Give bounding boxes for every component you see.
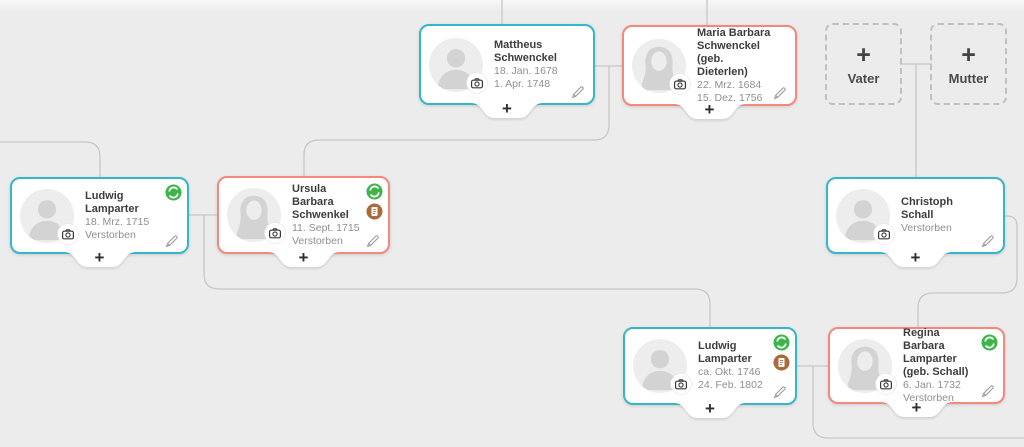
- person-name: Ludwig Lamparter: [698, 340, 752, 365]
- edit-pencil-icon[interactable]: [165, 234, 179, 248]
- add-relative-button[interactable]: +: [674, 100, 746, 124]
- person-birth: ca. Okt. 1746: [698, 366, 761, 378]
- record-match-icon[interactable]: [366, 203, 383, 220]
- avatar: [429, 38, 483, 92]
- person-death: Verstorben: [901, 222, 952, 234]
- father-label: Vater: [847, 70, 880, 86]
- person-name: Ursula Barbara Schwenkel: [292, 182, 349, 221]
- plus-icon: +: [94, 248, 105, 267]
- camera-icon[interactable]: [875, 373, 897, 395]
- person-death: 24. Feb. 1802: [698, 379, 763, 391]
- add-relative-button[interactable]: +: [64, 248, 136, 272]
- mother-label: Mutter: [948, 70, 989, 86]
- add-relative-button[interactable]: +: [880, 248, 952, 272]
- avatar: [20, 189, 74, 243]
- add-father-card[interactable]: + Vater: [825, 23, 902, 105]
- edit-pencil-icon[interactable]: [981, 234, 995, 248]
- person-birth: 18. Jan. 1678: [494, 64, 558, 77]
- plus-icon: +: [704, 100, 715, 119]
- person-name: Christoph Schall: [901, 196, 953, 221]
- connector-ludwig-regina-children: [812, 366, 1024, 439]
- avatar: [633, 339, 687, 393]
- avatar: [836, 189, 890, 243]
- plus-icon: +: [961, 40, 976, 69]
- record-match-icon[interactable]: [773, 354, 790, 371]
- add-mother-card[interactable]: + Mutter: [930, 23, 1007, 105]
- person-card-christoph-schall[interactable]: Christoph Schall Verstorben +: [826, 177, 1005, 254]
- person-death: Verstorben: [292, 234, 343, 247]
- person-card-ludwig-lamparter-jr[interactable]: Ludwig Lamparter ca. Okt. 1746 24. Feb. …: [623, 327, 797, 405]
- camera-icon[interactable]: [264, 222, 286, 244]
- add-relative-button[interactable]: +: [881, 398, 953, 422]
- camera-icon[interactable]: [57, 223, 79, 245]
- connector-to-ursula: [303, 66, 610, 176]
- person-info: Mattheus Schwenckel 18. Jan. 1678 1. Apr…: [494, 39, 585, 91]
- person-birth: 11. Sept. 1715: [292, 221, 360, 234]
- match-badges: [773, 334, 790, 371]
- plus-icon: +: [502, 99, 512, 118]
- add-relative-button[interactable]: +: [471, 99, 543, 123]
- plus-icon: +: [705, 399, 715, 418]
- edit-pencil-icon[interactable]: [773, 86, 787, 100]
- person-name: Maria Barbara Schwenckel (geb. Dieterlen…: [697, 26, 771, 78]
- smart-match-icon[interactable]: [366, 183, 383, 200]
- person-birth: 6. Jan. 1732: [903, 378, 961, 391]
- person-info: Ludwig Lamparter ca. Okt. 1746 24. Feb. …: [698, 340, 787, 392]
- person-info: Ludwig Lamparter 18. Mrz. 1715 Verstorbe…: [85, 190, 179, 242]
- edit-pencil-icon[interactable]: [571, 85, 585, 99]
- connector-christoph-to-regina: [917, 215, 1018, 327]
- edit-pencil-icon[interactable]: [773, 385, 787, 399]
- person-card-maria-schwenckel[interactable]: Maria Barbara Schwenckel (geb. Dieterlen…: [622, 25, 797, 106]
- match-badges: [981, 334, 998, 351]
- camera-icon[interactable]: [873, 223, 895, 245]
- connector-to-ludwig-left: [0, 141, 101, 177]
- match-badges: [165, 184, 182, 201]
- person-death: 1. Apr. 1748: [494, 77, 551, 90]
- person-birth: 18. Mrz. 1715: [85, 215, 150, 228]
- match-badges: [366, 183, 383, 220]
- person-info: Christoph Schall Verstorben: [901, 196, 995, 235]
- person-name: Mattheus Schwenckel: [494, 38, 557, 64]
- add-relative-button[interactable]: +: [674, 399, 746, 423]
- person-name: Ludwig Lamparter: [85, 189, 139, 215]
- person-card-regina-lamparter[interactable]: Regina Barbara Lamparter (geb. Schall) 6…: [828, 327, 1005, 404]
- plus-icon: +: [856, 40, 871, 69]
- smart-match-icon[interactable]: [165, 184, 182, 201]
- plus-icon: +: [910, 248, 921, 267]
- camera-icon[interactable]: [670, 373, 692, 395]
- connector-to-ludwig-bottom: [203, 215, 711, 327]
- person-card-mattheus-schwenckel[interactable]: Mattheus Schwenckel 18. Jan. 1678 1. Apr…: [419, 24, 595, 105]
- edit-pencil-icon[interactable]: [366, 234, 380, 248]
- plus-icon: +: [911, 398, 922, 417]
- person-birth: 22. Mrz. 1684: [697, 78, 762, 91]
- person-name: Regina Barbara Lamparter (geb. Schall): [903, 326, 969, 378]
- person-info: Regina Barbara Lamparter (geb. Schall) 6…: [903, 327, 995, 405]
- person-info: Maria Barbara Schwenckel (geb. Dieterlen…: [697, 27, 787, 105]
- plus-icon: +: [298, 248, 309, 267]
- camera-icon[interactable]: [466, 72, 488, 94]
- person-info: Ursula Barbara Schwenkel 11. Sept. 1715 …: [292, 183, 380, 248]
- person-card-ludwig-lamparter-sr[interactable]: Ludwig Lamparter 18. Mrz. 1715 Verstorbe…: [10, 177, 189, 254]
- camera-icon[interactable]: [669, 73, 691, 95]
- smart-match-icon[interactable]: [981, 334, 998, 351]
- avatar: [632, 39, 686, 93]
- person-card-ursula-schwenkel[interactable]: Ursula Barbara Schwenkel 11. Sept. 1715 …: [217, 176, 390, 254]
- person-death: 15. Dez. 1756: [697, 91, 763, 104]
- avatar: [838, 339, 892, 393]
- person-death: Verstorben: [903, 391, 954, 404]
- add-relative-button[interactable]: +: [268, 248, 340, 272]
- avatar: [227, 188, 281, 242]
- edit-pencil-icon[interactable]: [981, 384, 995, 398]
- smart-match-icon[interactable]: [773, 334, 790, 351]
- person-death: Verstorben: [85, 228, 136, 241]
